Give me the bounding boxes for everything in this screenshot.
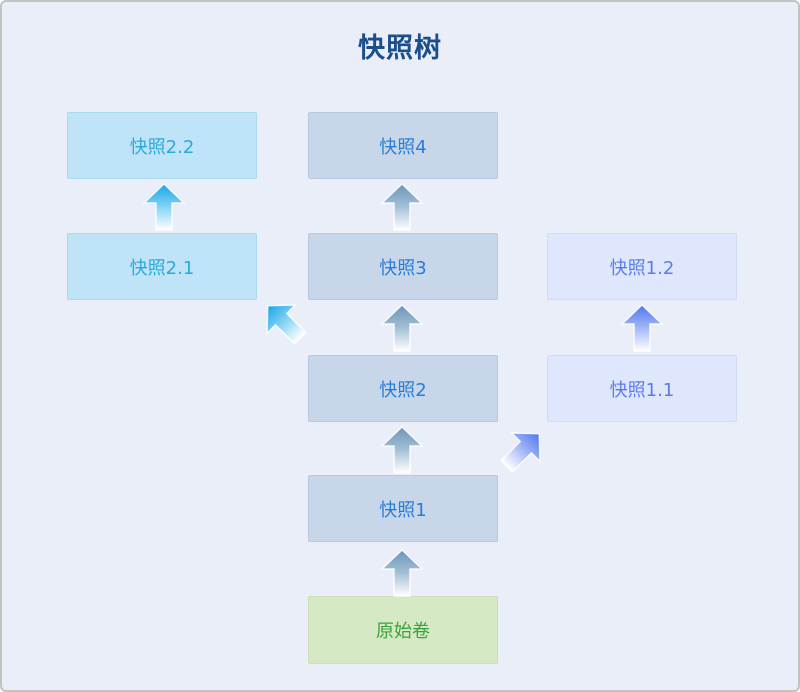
node-snapshot-1: 快照1 (308, 475, 498, 542)
node-snapshot-2-2: 快照2.2 (67, 112, 257, 179)
node-label: 快照2.1 (129, 257, 195, 279)
node-snapshot-2: 快照2 (308, 355, 498, 422)
arrow-snapshot-1-to-snapshot-1-1-icon (500, 432, 541, 473)
arrow-snapshot-2-to-snapshot-3-icon (380, 304, 424, 352)
node-snapshot-1-1: 快照1.1 (547, 355, 737, 422)
node-label: 快照1.2 (609, 257, 675, 279)
arrow-snapshot-1-1-to-snapshot-1-2-icon (620, 304, 664, 352)
node-label: 快照1.1 (609, 379, 675, 401)
node-snapshot-1-2: 快照1.2 (547, 233, 737, 300)
node-origin-volume: 原始卷 (308, 596, 498, 664)
node-snapshot-2-1: 快照2.1 (67, 233, 257, 300)
arrow-snapshot-2-1-to-snapshot-2-2-icon (142, 183, 186, 231)
node-label: 快照3 (379, 257, 427, 279)
arrow-snapshot-1-to-snapshot-2-icon (380, 426, 424, 474)
node-label: 快照1 (379, 499, 427, 521)
node-label: 快照2.2 (129, 136, 195, 158)
arrow-origin-to-snapshot-1-icon (380, 549, 424, 597)
node-label: 快照4 (379, 136, 427, 158)
node-snapshot-4: 快照4 (308, 112, 498, 179)
node-snapshot-3: 快照3 (308, 233, 498, 300)
node-label: 快照2 (379, 379, 427, 401)
node-label: 原始卷 (376, 621, 430, 642)
arrow-snapshot-2-to-snapshot-2-1-icon (266, 304, 307, 345)
arrow-snapshot-3-to-snapshot-4-icon (380, 183, 424, 231)
diagram-title: 快照树 (358, 33, 442, 64)
